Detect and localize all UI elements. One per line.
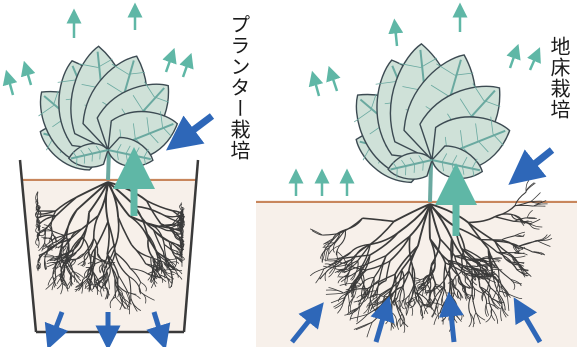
ground-heat-arrow — [522, 150, 552, 174]
planter-cultivation-label: プランター栽培 — [228, 14, 250, 161]
planter-cultivation — [8, 10, 212, 338]
ground-cultivation-label: 地床栽培 — [548, 36, 570, 120]
root-segment — [470, 259, 481, 260]
planter-heat-arrow — [180, 116, 212, 140]
root-segment — [526, 183, 535, 192]
ground-cultivation — [256, 10, 577, 347]
ground-plant — [334, 41, 518, 187]
planter-plant — [20, 43, 184, 173]
